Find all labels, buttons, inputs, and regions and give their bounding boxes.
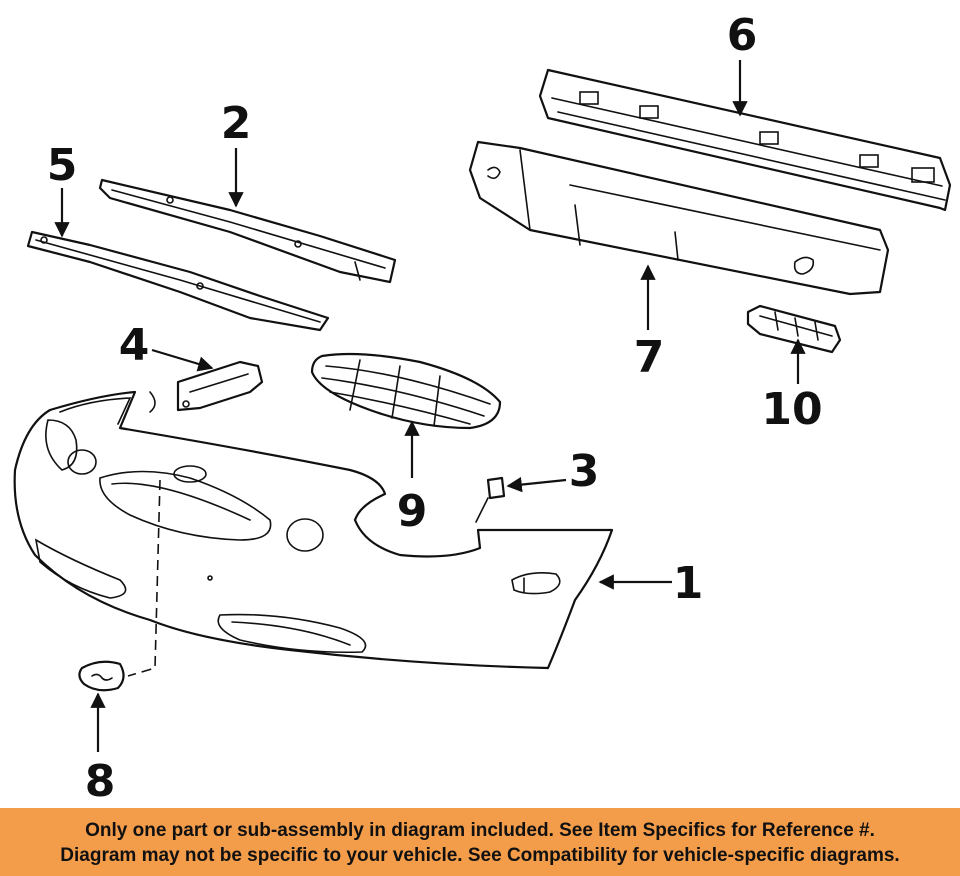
part-9-grille [310, 352, 502, 430]
parts-diagram: 6 7 10 2 5 4 9 3 1 8 [13, 10, 952, 807]
callout-1: 1 [673, 558, 704, 609]
part-6-reinforcement [538, 68, 952, 212]
callout-4: 4 [119, 320, 150, 371]
callout-8: 8 [85, 756, 116, 807]
callout-2: 2 [221, 98, 252, 149]
disclaimer-line-1: Only one part or sub-assembly in diagram… [85, 820, 875, 841]
part-5-support [26, 230, 330, 332]
part-3-clip [475, 476, 506, 523]
part-7-absorber [468, 140, 890, 296]
callout-7: 7 [634, 332, 665, 383]
callout-5: 5 [47, 140, 78, 191]
disclaimer-line-2: Diagram may not be specific to your vehi… [60, 845, 900, 866]
callout-6: 6 [727, 10, 758, 61]
part-10-bracket [746, 304, 842, 354]
leader-lines [54, 60, 806, 752]
callout-10: 10 [761, 384, 822, 435]
part-2-support [98, 178, 397, 284]
callout-3: 3 [569, 446, 600, 497]
disclaimer-banner: Only one part or sub-assembly in diagram… [0, 808, 960, 876]
part-4-bracket [176, 360, 264, 412]
callout-9: 9 [397, 486, 428, 537]
part-1-bumper-cover [13, 390, 614, 670]
part-8-emblem [78, 660, 125, 692]
